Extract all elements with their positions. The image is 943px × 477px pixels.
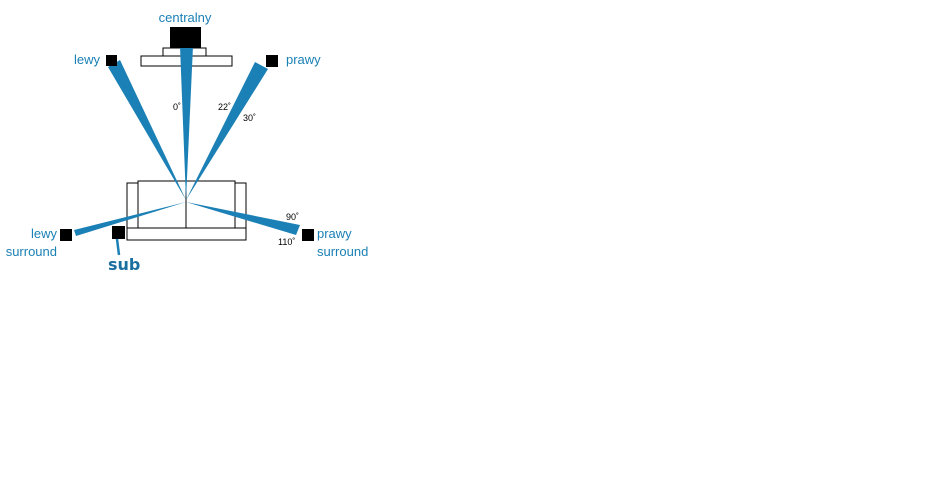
right-surround-label-line1: prawy — [317, 226, 352, 241]
sofa-right-arm — [234, 182, 247, 229]
right-label: prawy — [286, 52, 321, 67]
sound-beams — [74, 46, 300, 236]
sofa-base — [126, 227, 247, 241]
sofa — [126, 180, 247, 241]
right-surround-speaker — [302, 229, 314, 241]
right-surround-label-line2: surround — [317, 244, 368, 259]
center-label: centralny — [159, 10, 212, 25]
angle-center: 0˚ — [173, 102, 181, 112]
left-label: lewy — [74, 52, 101, 67]
left-speaker — [106, 55, 117, 66]
center-speaker — [170, 27, 201, 48]
beam-left — [108, 60, 186, 200]
angle-surround-max: 110˚ — [278, 237, 295, 247]
subwoofer — [112, 226, 125, 239]
sub-connector-line — [115, 238, 121, 256]
beam-center — [180, 46, 193, 200]
sub-label: sub — [108, 255, 140, 274]
angle-front-min: 22˚ — [218, 102, 231, 112]
sofa-left-cushion — [137, 180, 187, 229]
beam-right-surround — [186, 202, 300, 235]
left-surround-label-line2: surround — [6, 244, 57, 259]
sofa-right-cushion — [185, 180, 236, 229]
beam-right — [186, 62, 268, 200]
right-speaker — [266, 55, 278, 67]
angle-front-max: 30˚ — [243, 113, 256, 123]
left-surround-label-line1: lewy — [31, 226, 58, 241]
angle-surround-min: 90˚ — [286, 212, 299, 222]
speakers — [60, 27, 314, 241]
beam-left-surround — [74, 202, 186, 236]
sofa-left-arm — [126, 182, 139, 229]
left-surround-speaker — [60, 229, 72, 241]
